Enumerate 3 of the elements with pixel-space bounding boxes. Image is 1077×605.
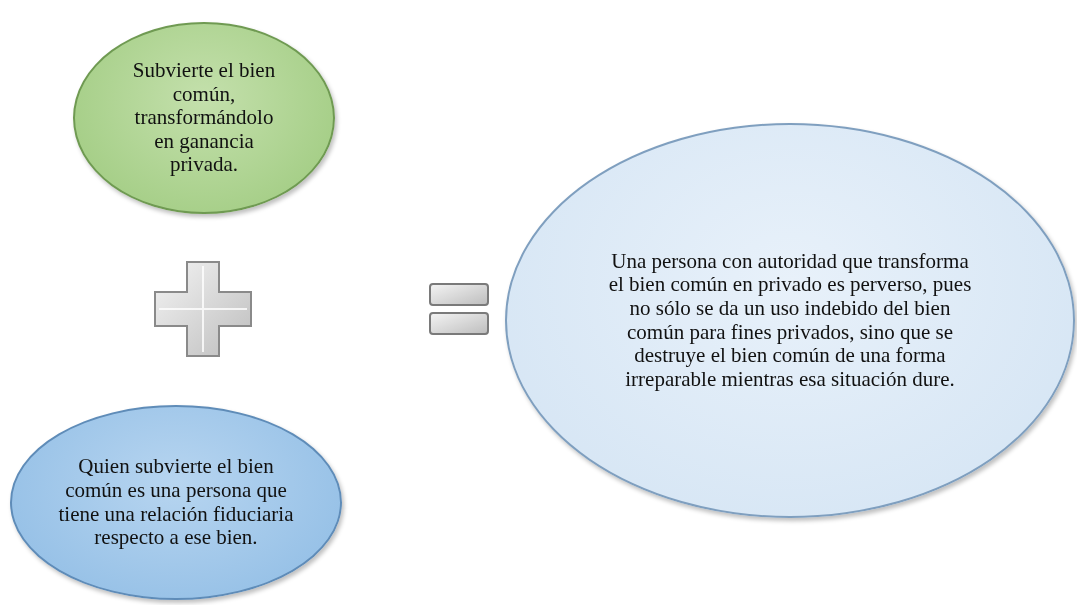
node-text: Quien subvierte el bien común es una persona que tiene una relación fiduciaria respecto a ese bien. <box>57 455 295 550</box>
node-text: Una persona con autoridad que transforma el bien común en privado es perverso, pues no sólo se da un uso indebido del bien común para fines privados, sino que se destruye el bien común de una forma irreparable mientras esa situación dure. <box>607 249 973 392</box>
node-text: Subvierte el bien común, transformándolo en ganancia privada. <box>131 59 277 177</box>
